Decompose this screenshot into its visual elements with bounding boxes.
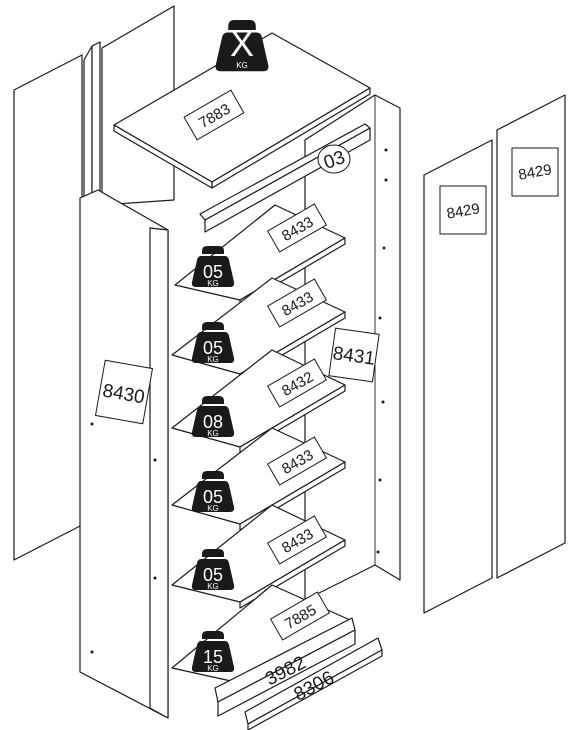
weight-icon-top: X KG (215, 20, 269, 72)
svg-text:KG: KG (207, 355, 219, 364)
svg-text:KG: KG (207, 429, 219, 438)
svg-text:KG: KG (207, 582, 219, 591)
part-label-8429-a: 8429 (445, 200, 481, 223)
top-rail: 03 (199, 123, 371, 233)
weight-icon-shelf-3: 08 KG (191, 396, 235, 438)
svg-text:05: 05 (203, 262, 223, 282)
weight-icon-shelf-4: 05 KG (191, 471, 235, 513)
svg-text:KG: KG (207, 664, 219, 673)
back-panel-left (13, 54, 83, 561)
weight-icon-bottom: 15 KG (191, 631, 235, 673)
svg-text:05: 05 (203, 338, 223, 358)
door-2: 8429 (496, 94, 566, 579)
weight-icon-shelf-2: 05 KG (191, 322, 235, 364)
svg-text:05: 05 (203, 487, 223, 507)
left-side-panel: 8430 (79, 189, 169, 719)
svg-text:KG: KG (207, 279, 219, 288)
weight-icon-shelf-1: 05 KG (191, 246, 235, 288)
svg-text:15: 15 (203, 647, 223, 667)
door-1: 8429 (423, 139, 493, 614)
svg-text:KG: KG (207, 504, 219, 513)
part-label-8429-b: 8429 (517, 161, 553, 184)
svg-text:KG: KG (236, 61, 248, 70)
svg-text:X: X (230, 23, 254, 64)
top-panel: 7883 (113, 32, 371, 189)
svg-text:05: 05 (203, 565, 223, 585)
weight-icon-shelf-5: 05 KG (191, 549, 235, 591)
svg-text:08: 08 (203, 412, 223, 432)
